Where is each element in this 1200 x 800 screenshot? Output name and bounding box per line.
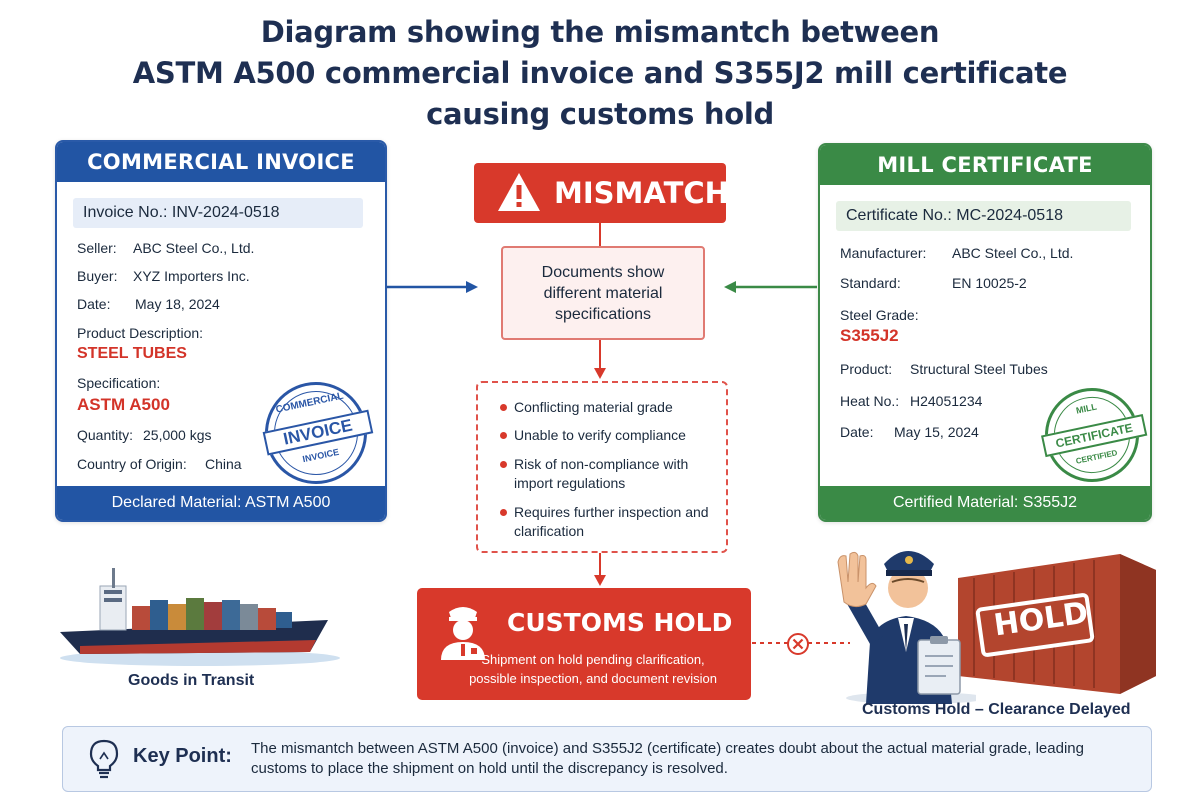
invoice-origin-row: Country of Origin:China [77,456,242,472]
list-item: Risk of non-compliance with import regul… [500,455,714,493]
mill-footer: Certified Material: S355J2 [820,486,1150,520]
invoice-number: Invoice No.: INV-2024-0518 [73,198,363,228]
title-line-2: ASTM A500 commercial invoice and S355J2 … [132,56,1068,90]
mill-grade: S355J2 [840,326,899,345]
mill-heat-row: Heat No.:H24051234 [840,393,983,409]
invoice-spec: ASTM A500 [77,395,170,414]
invoice-stamp: COMMERCIAL INVOICE INVOICE [255,372,377,494]
invoice-seller-row: Seller:ABC Steel Co., Ltd. [77,240,255,256]
customs-hold-box: CUSTOMS HOLD Shipment on hold pending cl… [417,588,751,700]
warning-icon [498,173,540,211]
customs-hold-title: CUSTOMS HOLD [507,608,733,637]
goods-in-transit-caption: Goods in Transit [128,672,255,689]
invoice-header: COMMERCIAL INVOICE [57,142,385,182]
invoice-footer: Declared Material: ASTM A500 [57,486,385,520]
shipping-container-icon [958,554,1156,694]
list-item: Conflicting material grade [500,398,714,417]
mill-grade-label: Steel Grade: [840,307,919,323]
invoice-spec-label: Specification: [77,375,161,391]
customs-officer-icon [441,607,485,660]
certificate-stamp: MILL CERTIFICATE CERTIFIED [1036,379,1148,491]
documents-differ-box: Documents show different material specif… [501,246,705,340]
mismatch-label: MISMATCH [554,176,729,210]
invoice-qty-row: Quantity:25,000 kgs [77,427,212,443]
customs-hold-caption: Customs Hold – Clearance Delayed [862,701,1131,718]
invoice-product-label: Product Description: [77,325,204,341]
customs-hold-subtitle: Shipment on hold pending clarification, … [469,652,717,686]
lightbulb-icon [89,739,119,779]
cargo-ship-icon [60,568,340,666]
mill-standard-row: Standard:EN 10025-2 [840,275,1027,291]
mill-manufacturer-row: Manufacturer:ABC Steel Co., Ltd. [840,245,1074,261]
mill-certificate-card: MILL CERTIFICATE Certificate No.: MC-202… [818,143,1152,522]
title-line-3: causing customs hold [426,97,774,131]
key-point-label: Key Point: [133,745,232,767]
invoice-buyer-row: Buyer:XYZ Importers Inc. [77,268,250,284]
mill-product-row: Product:Structural Steel Tubes [840,361,1048,377]
invoice-product: STEEL TUBES [77,345,187,362]
mill-header: MILL CERTIFICATE [820,145,1150,185]
commercial-invoice-card: COMMERCIAL INVOICE Invoice No.: INV-2024… [55,140,387,522]
issues-list: Conflicting material grade Unable to ver… [476,381,728,553]
list-item: Requires further inspection and clarific… [500,503,714,541]
invoice-date-row: Date:May 18, 2024 [77,296,220,312]
title-line-1: Diagram showing the mismantch between [260,15,940,49]
cross-icon [787,633,809,655]
page-title: Diagram showing the mismantch between AS… [0,12,1200,135]
list-item: Unable to verify compliance [500,426,714,445]
key-point-box: Key Point: The mismantch between ASTM A5… [62,726,1152,792]
mill-date-row: Date:May 15, 2024 [840,424,979,440]
officer-stop-icon [837,551,976,704]
key-point-text: The mismantch between ASTM A500 (invoice… [251,740,1084,777]
mismatch-banner: MISMATCH [474,163,729,223]
certificate-number: Certificate No.: MC-2024-0518 [836,201,1131,231]
